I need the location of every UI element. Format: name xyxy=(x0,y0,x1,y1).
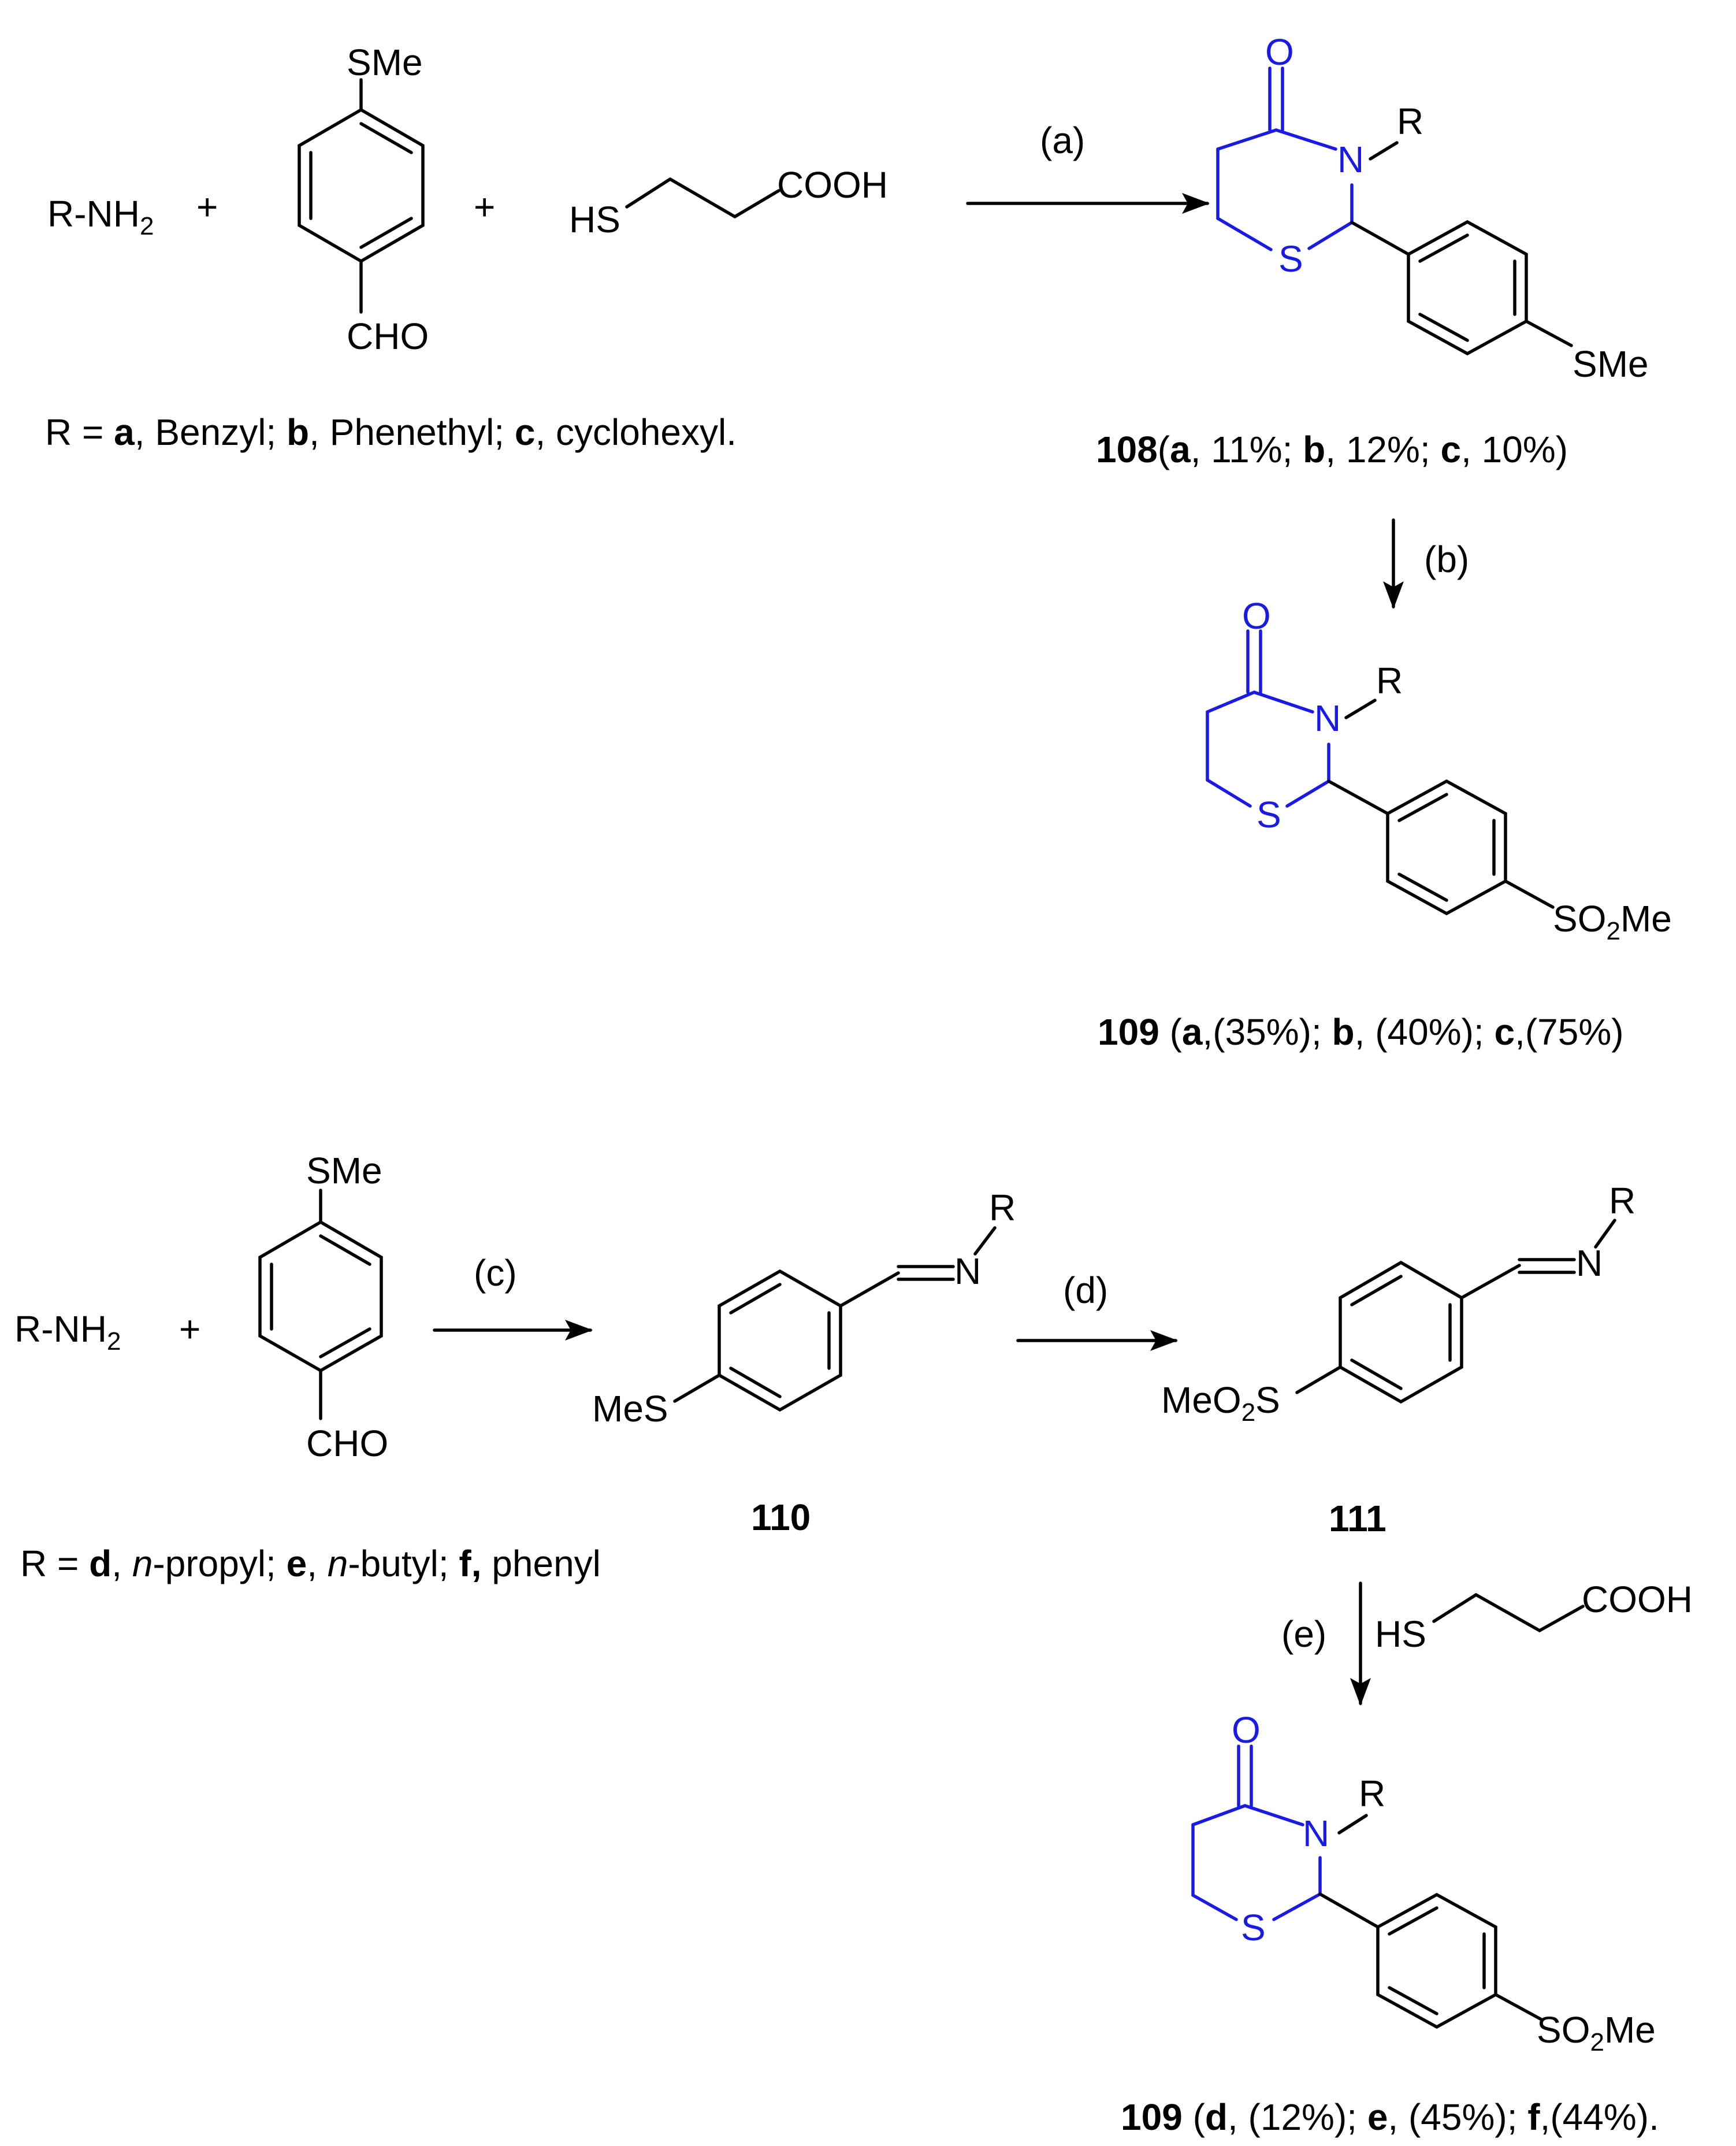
imine-nitrogen: N xyxy=(1576,1242,1603,1284)
cho-label: CHO xyxy=(306,1423,388,1464)
ring-sulfur: S xyxy=(1257,794,1281,836)
imine-nitrogen: N xyxy=(954,1250,981,1292)
amine-label: R-NH2 xyxy=(14,1308,121,1356)
ring-nitrogen: N xyxy=(1303,1813,1329,1854)
product-108-structure: O N S R SMe xyxy=(1216,31,1649,385)
r-group: R xyxy=(1376,660,1403,701)
caption-110: 110 xyxy=(751,1497,811,1538)
imine-110-structure: N R MeS xyxy=(592,1187,1016,1430)
ring-sulfur: S xyxy=(1278,238,1303,280)
sme-label: SMe xyxy=(347,42,423,83)
plus-sign: + xyxy=(474,186,495,228)
product-109-bottom-structure: O N S R SO2Me xyxy=(1191,1709,1656,2056)
carbonyl-oxygen: O xyxy=(1242,595,1271,637)
caption-109-top: 109 (a,(35%); b, (40%); c,(75%) xyxy=(1098,1011,1624,1053)
so2me-label: SO2Me xyxy=(1537,2009,1656,2056)
sme-label: SMe xyxy=(306,1150,382,1191)
r-group: R xyxy=(1609,1180,1635,1221)
condition-b: (b) xyxy=(1424,539,1469,580)
plus-sign: + xyxy=(179,1308,200,1350)
aldehyde-structure: SMe CHO xyxy=(298,42,429,357)
so2me-label: SO2Me xyxy=(1553,898,1672,945)
mes-label: MeS xyxy=(592,1388,668,1430)
condition-d: (d) xyxy=(1063,1269,1108,1311)
condition-e: (e) xyxy=(1281,1613,1326,1655)
cooh-label: COOH xyxy=(1582,1579,1693,1620)
sme-label: SMe xyxy=(1573,343,1649,385)
ring-nitrogen: N xyxy=(1337,139,1364,180)
r-definition-def: R = d, n-propyl; e, n-butyl; f, phenyl xyxy=(20,1543,601,1584)
caption-108: 108(a, 11%; b, 12%; c, 10%) xyxy=(1096,429,1568,470)
ring-nitrogen: N xyxy=(1314,697,1341,739)
product-109-top-structure: O N S R SO2Me xyxy=(1206,595,1672,945)
aldehyde-structure: SMe CHO xyxy=(258,1150,388,1464)
meo2s-label: MeO2S xyxy=(1161,1379,1280,1427)
hs-label: HS xyxy=(1375,1613,1426,1655)
amine-label: R-NH2 xyxy=(47,193,154,240)
cooh-label: COOH xyxy=(777,164,888,206)
mercaptopropanoic-acid: HS COOH xyxy=(569,164,888,240)
r-group: R xyxy=(989,1187,1016,1228)
carbonyl-oxygen: O xyxy=(1265,31,1294,73)
r-definition-abc: R = a, Benzyl; b, Phenethyl; c, cyclohex… xyxy=(45,411,737,453)
imine-111-structure: N R MeO2S xyxy=(1161,1180,1635,1427)
carbonyl-oxygen: O xyxy=(1232,1709,1261,1751)
caption-109-bottom: 109 (d, (12%); e, (45%); f,(44%). xyxy=(1121,2096,1659,2138)
scheme-2: R-NH2 + SMe CHO (c) N R xyxy=(14,1150,1693,2138)
scheme-1: R-NH2 + SMe CHO + HS COOH (a) xyxy=(45,31,1672,1053)
r-group: R xyxy=(1359,1773,1385,1814)
plus-sign: + xyxy=(196,186,218,228)
ring-sulfur: S xyxy=(1241,1907,1266,1948)
cho-label: CHO xyxy=(347,315,429,357)
condition-a: (a) xyxy=(1040,120,1085,161)
hs-label: HS xyxy=(569,199,620,240)
r-group: R xyxy=(1397,101,1423,142)
mercaptopropanoic-acid: HS COOH xyxy=(1375,1579,1693,1655)
condition-c: (c) xyxy=(474,1252,517,1294)
caption-111: 111 xyxy=(1329,1498,1386,1539)
